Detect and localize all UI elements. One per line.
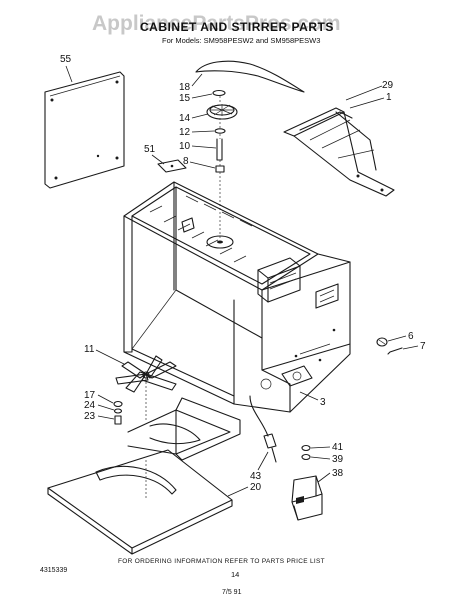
ordering-note: FOR ORDERING INFORMATION REFER TO PARTS … bbox=[118, 558, 325, 565]
part-23-spacer bbox=[114, 415, 122, 425]
callout-12: 12 bbox=[179, 127, 191, 138]
part-15-washer bbox=[212, 89, 226, 97]
part-24-washer bbox=[113, 408, 123, 414]
callout-43: 43 bbox=[250, 471, 262, 482]
part-51-bracket bbox=[157, 159, 187, 173]
part-6-grommet bbox=[376, 337, 388, 347]
part-11-stirrer-fan bbox=[115, 355, 177, 393]
callout-1: 1 bbox=[386, 92, 392, 103]
callout-20: 20 bbox=[250, 482, 262, 493]
stirrer-cover bbox=[127, 397, 241, 461]
callout-55: 55 bbox=[60, 54, 72, 65]
part-17-nut bbox=[113, 400, 123, 408]
bottom-mark: 7/5 91 bbox=[222, 589, 242, 596]
callout-15: 15 bbox=[179, 93, 191, 104]
callout-24: 24 bbox=[84, 400, 96, 411]
page-number: 14 bbox=[231, 570, 239, 579]
document-number: 4315339 bbox=[40, 567, 67, 574]
part-12-washer bbox=[214, 128, 226, 134]
callout-38: 38 bbox=[332, 468, 344, 479]
part-41-washer bbox=[301, 444, 311, 452]
part-29-1-rear-bracket bbox=[283, 107, 395, 197]
part-20-base-plate bbox=[47, 449, 233, 555]
callout-29: 29 bbox=[382, 80, 394, 91]
callout-23: 23 bbox=[84, 411, 96, 422]
callout-10: 10 bbox=[179, 141, 191, 152]
callout-14: 14 bbox=[179, 113, 191, 124]
page-title: CABINET AND STIRRER PARTS bbox=[140, 20, 334, 34]
part-7-screw bbox=[387, 347, 403, 355]
model-subtitle: For Models: SM958PESW2 and SM958PESW3 bbox=[162, 36, 320, 45]
callout-7: 7 bbox=[420, 341, 426, 352]
part-14-stirrer-pulley bbox=[206, 104, 238, 120]
part-38-thermal-switch bbox=[291, 475, 323, 521]
part-18-belt bbox=[195, 60, 305, 93]
callout-39: 39 bbox=[332, 454, 344, 465]
callout-labels: 55 18 15 14 12 10 8 51 29 1 11 17 24 23 … bbox=[60, 54, 426, 497]
callout-8: 8 bbox=[183, 156, 189, 167]
part-43-connector bbox=[263, 433, 277, 463]
part-10-shaft bbox=[216, 138, 223, 161]
callout-6: 6 bbox=[408, 331, 414, 342]
part-8-bushing bbox=[215, 165, 225, 173]
callout-41: 41 bbox=[332, 442, 344, 453]
callout-3: 3 bbox=[320, 397, 326, 408]
callout-51: 51 bbox=[144, 144, 156, 155]
callout-18: 18 bbox=[179, 82, 191, 93]
callout-17: 17 bbox=[84, 390, 96, 401]
part-55-side-panel bbox=[44, 71, 125, 189]
part-3-cabinet bbox=[123, 181, 351, 437]
callout-11: 11 bbox=[84, 344, 95, 355]
watermark: AppliancePartsPros.com bbox=[92, 12, 341, 35]
part-39-nut bbox=[301, 453, 311, 461]
